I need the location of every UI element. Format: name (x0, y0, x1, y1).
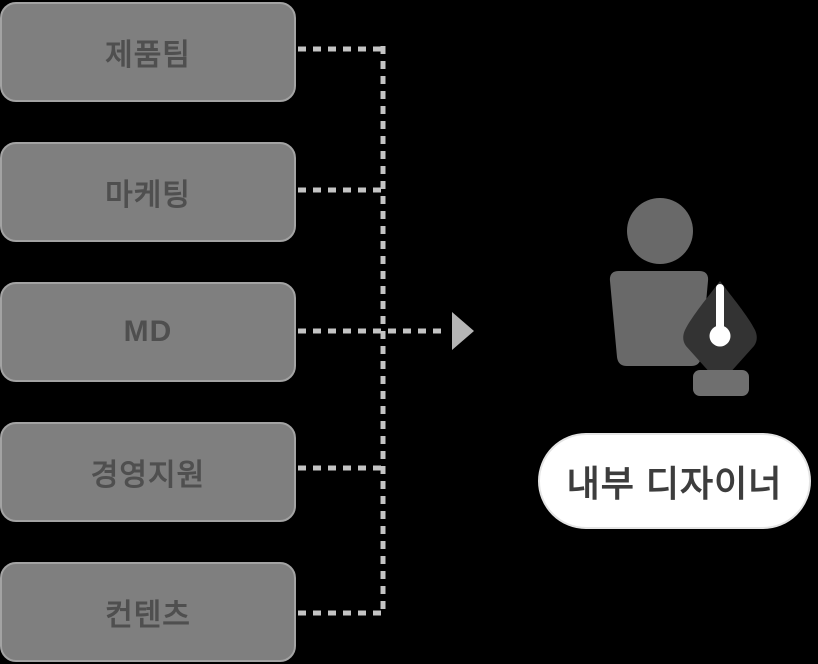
team-label: 마케팅 (105, 179, 191, 212)
person-torso-icon (609, 271, 709, 366)
designer-label: 내부 디자이너 (566, 463, 783, 504)
person-head-icon (627, 198, 693, 264)
team-box-product: 제품팀 (0, 2, 296, 102)
dotted-connector-lines (298, 46, 448, 616)
team-box-contents: 컨텐츠 (0, 562, 296, 662)
pen-nib-breather-hole (709, 325, 731, 347)
designer-person-icon (609, 198, 757, 396)
team-box-management-support: 경영지원 (0, 422, 296, 522)
team-box-marketing: 마케팅 (0, 142, 296, 242)
team-label: MD (123, 315, 173, 348)
designer-label-pill: 내부 디자이너 (538, 433, 811, 529)
right-arrowhead-icon (452, 312, 474, 350)
team-label: 경영지원 (90, 459, 206, 492)
team-label: 컨텐츠 (105, 599, 191, 632)
team-label: 제품팀 (105, 39, 191, 72)
pen-nib-base (693, 370, 749, 396)
team-box-md: MD (0, 282, 296, 382)
